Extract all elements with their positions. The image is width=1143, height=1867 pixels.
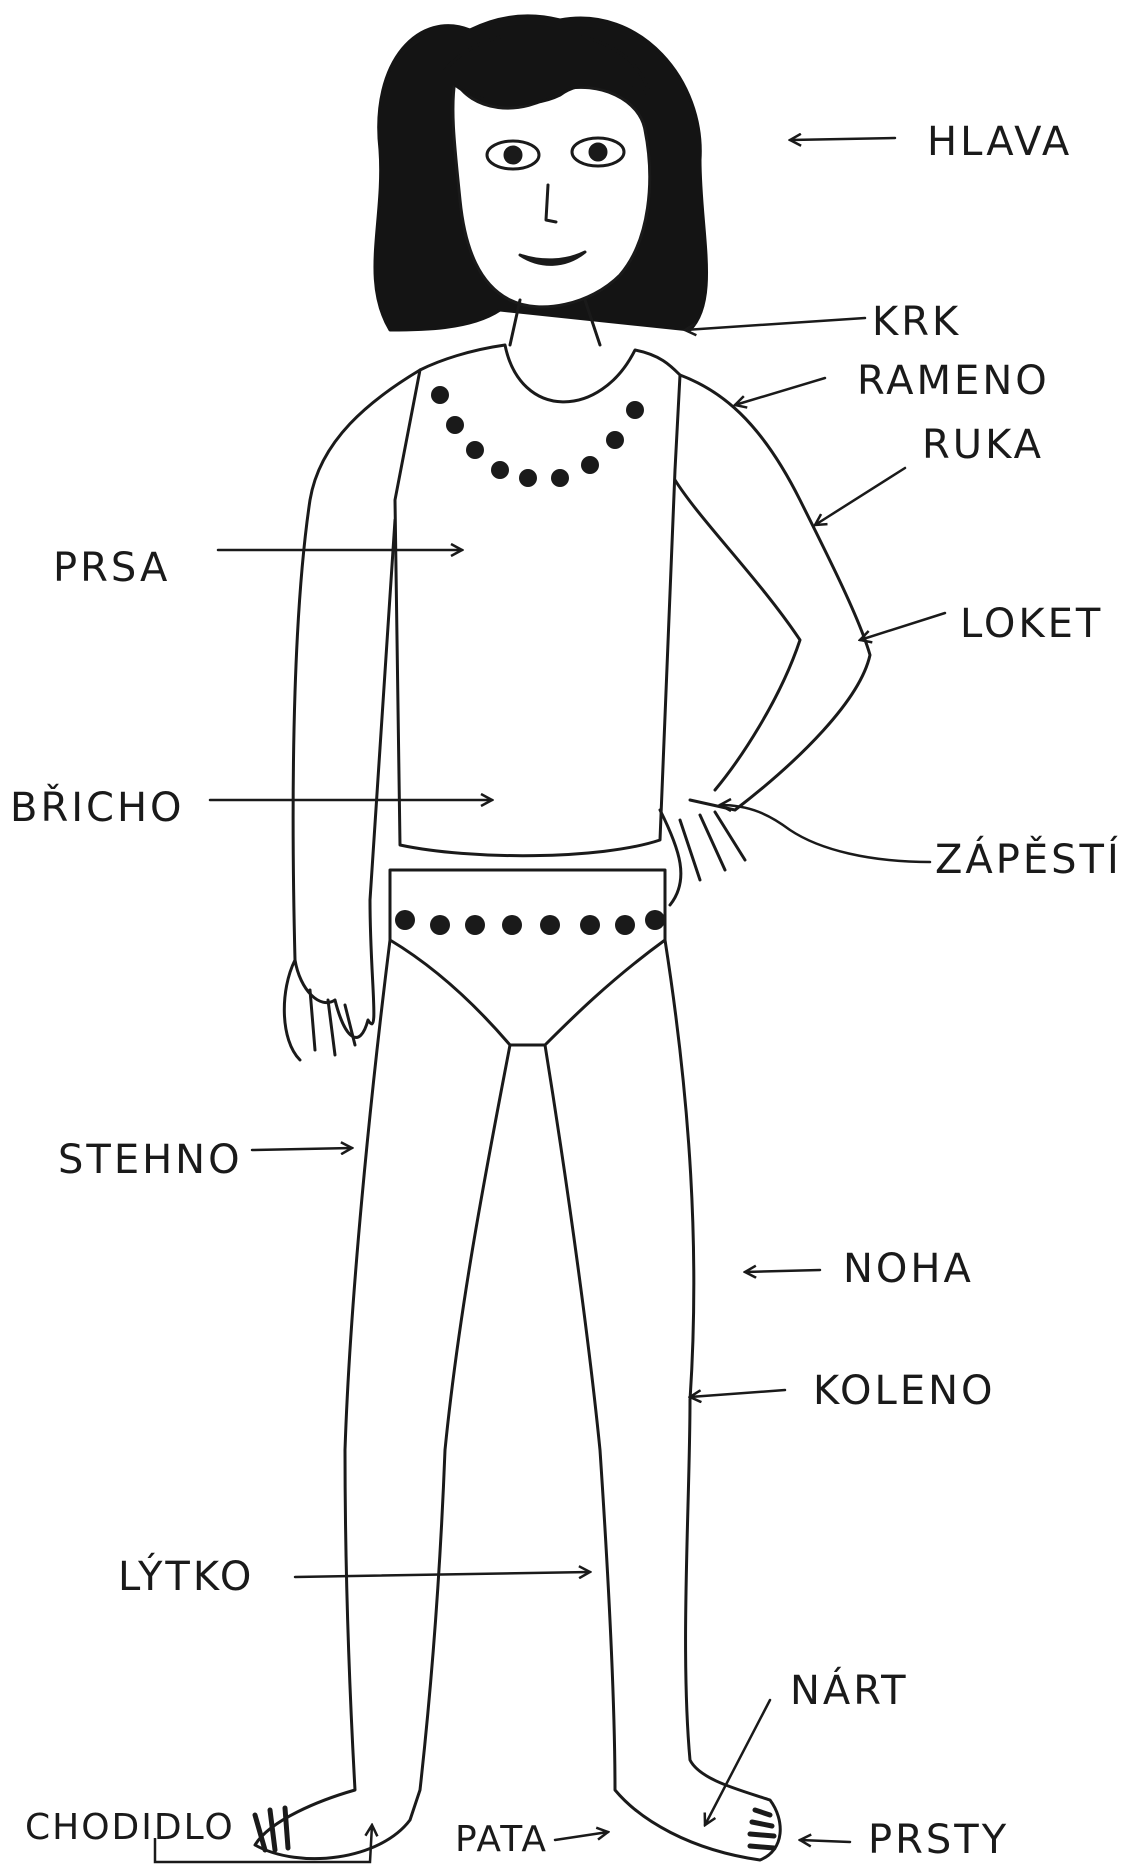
left-leg [255, 940, 510, 1859]
right-leg [545, 940, 780, 1860]
label-lytko: LÝTKO [118, 1557, 254, 1597]
arrow-hlava [790, 138, 895, 140]
face [453, 80, 650, 307]
label-koleno: KOLENO [813, 1371, 996, 1411]
left-hand [284, 960, 355, 1060]
arrow-prsty [800, 1840, 850, 1842]
arrow-zapesti [720, 805, 930, 862]
arrow-ruka [815, 468, 905, 525]
label-zapesti: ZÁPĚSTÍ [935, 840, 1122, 880]
arrow-noha [745, 1270, 820, 1272]
label-stehno: STEHNO [58, 1140, 243, 1180]
label-rameno: RAMENO [857, 361, 1050, 401]
arrow-koleno [690, 1390, 785, 1397]
label-krk: KRK [872, 302, 961, 342]
arrow-krk [685, 318, 865, 330]
underwear [390, 870, 665, 1045]
arrow-pata [555, 1832, 608, 1840]
right-arm [680, 375, 870, 810]
label-bricho: BŘICHO [10, 788, 185, 828]
tank-top [395, 345, 680, 856]
label-prsty: PRSTY [868, 1820, 1009, 1860]
label-nart: NÁRT [790, 1671, 909, 1711]
label-noha: NOHA [843, 1249, 974, 1289]
right-inner-arm [675, 480, 800, 790]
label-chodidlo: CHODIDLO [25, 1810, 235, 1846]
label-hlava: HLAVA [927, 122, 1072, 162]
label-prsa: PRSA [53, 548, 170, 588]
right-toes [750, 1810, 774, 1848]
label-loket: LOKET [960, 604, 1103, 644]
arrow-nart [705, 1700, 770, 1825]
arrow-rameno [735, 378, 825, 405]
left-toes [255, 1808, 288, 1850]
label-ruka: RUKA [922, 425, 1044, 465]
right-hand [660, 810, 745, 905]
arrow-loket [860, 613, 945, 640]
arrow-stehno [252, 1148, 352, 1150]
arrow-lytko [295, 1572, 590, 1577]
label-pata: PATA [455, 1822, 548, 1858]
